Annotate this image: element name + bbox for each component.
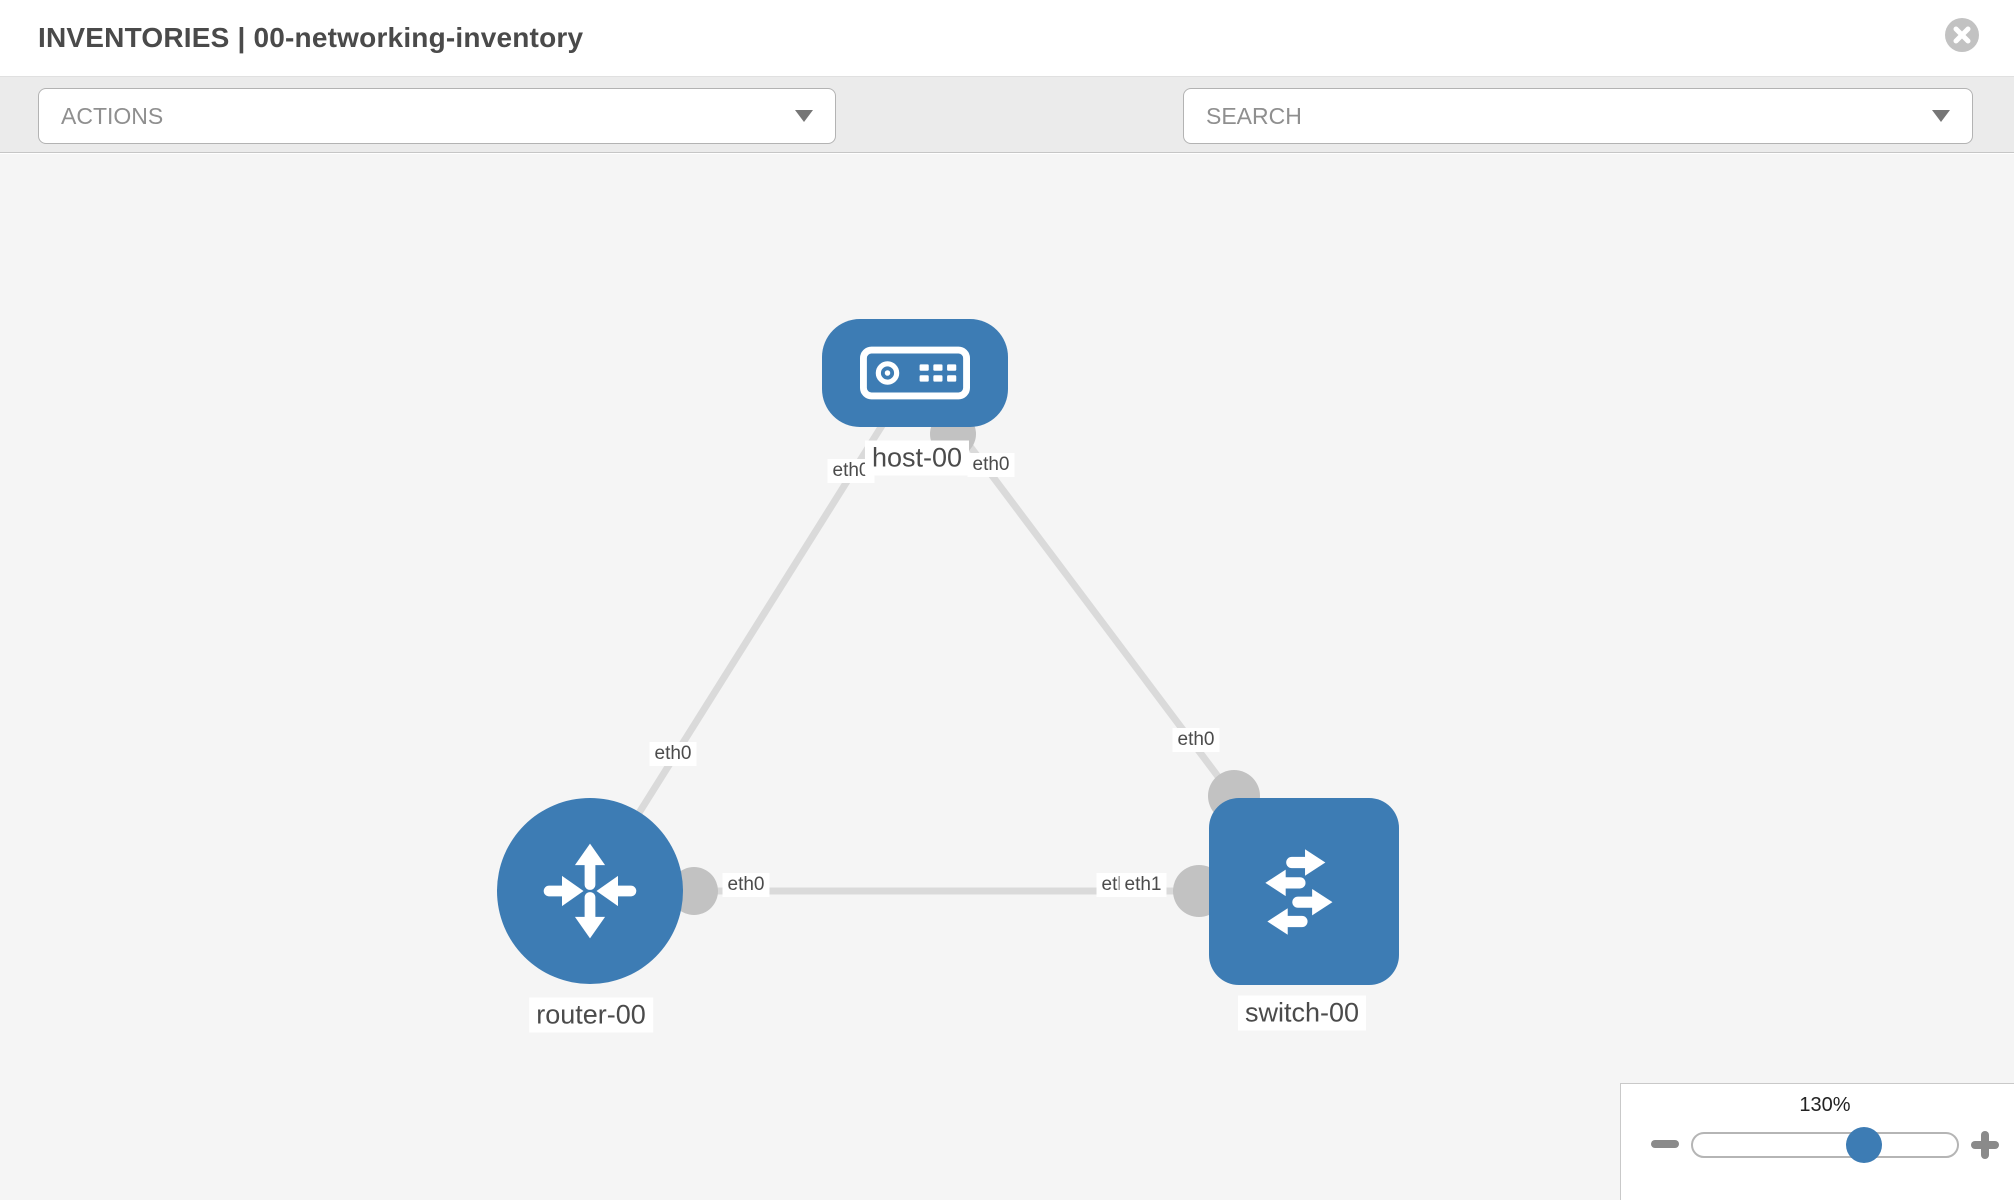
chevron-down-icon (795, 110, 813, 122)
node-label-router-00: router-00 (529, 997, 653, 1033)
search-dropdown[interactable]: SEARCH (1183, 88, 1973, 144)
node-router-00[interactable] (497, 798, 683, 984)
chevron-down-icon (1932, 110, 1950, 122)
actions-dropdown[interactable]: ACTIONS (38, 88, 836, 144)
zoom-slider-track[interactable] (1691, 1132, 1959, 1158)
interface-label: eth0 (649, 742, 697, 766)
interface-label: eth0 (722, 873, 770, 897)
interface-label: eth0 (1172, 728, 1220, 752)
switch-icon (1265, 848, 1333, 935)
zoom-slider-thumb[interactable] (1846, 1127, 1882, 1163)
close-button[interactable] (1945, 18, 1979, 52)
toolbar: ACTIONS SEARCH (0, 76, 2014, 210)
topology-links-layer (587, 370, 1307, 917)
node-label-switch-00: switch-00 (1237, 995, 1367, 1031)
node-label-host-00: host-00 (864, 440, 970, 476)
router-icon (543, 843, 637, 939)
interface-label: eth1 (1119, 873, 1167, 897)
node-host-00[interactable] (822, 319, 1008, 427)
actions-dropdown-label: ACTIONS (61, 102, 164, 129)
zoom-percentage: 130% (1799, 1094, 1851, 1116)
header-bar: INVENTORIES | 00-networking-inventory (0, 0, 2014, 76)
plus-icon (1981, 1131, 1989, 1159)
search-dropdown-label: SEARCH (1206, 102, 1302, 129)
zoom-out-button[interactable] (1651, 1140, 1679, 1148)
zoom-in-button[interactable] (1971, 1131, 1999, 1159)
host-icon (860, 346, 970, 400)
topology-canvas[interactable]: eth0 eth0 eth0 eth0 eth0 eth0 eth1 host-… (0, 154, 2014, 1200)
zoom-control-panel: 130% (1620, 1083, 2014, 1200)
page-title: INVENTORIES | 00-networking-inventory (38, 22, 584, 53)
node-switch-00[interactable] (1209, 798, 1399, 985)
interface-label: eth0 (967, 453, 1015, 477)
close-icon (1945, 18, 1979, 52)
